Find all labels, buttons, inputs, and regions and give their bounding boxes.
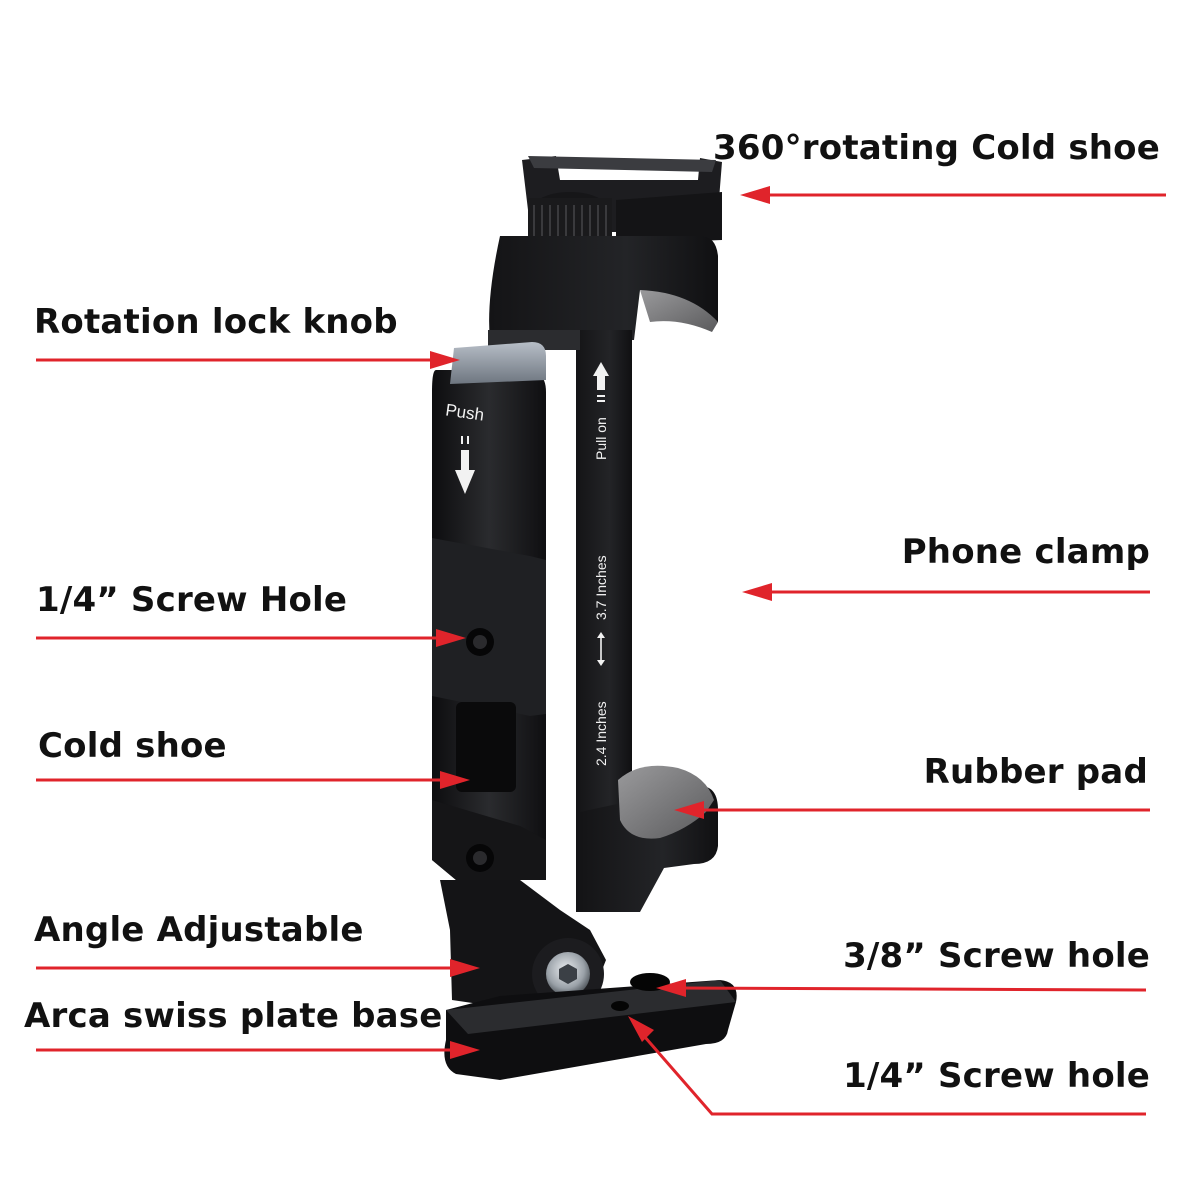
label-screw-hole-side: 1/4” Screw Hole [36,580,348,620]
arrow-cold-shoe [36,771,470,789]
arrow-screw-hole-side [36,629,466,647]
arrow-cold-shoe-rotating [740,186,1166,204]
pull-on-engraving: Pull on [593,362,609,460]
arrow-rubber-pad [674,801,1150,819]
body-screw-holes [466,628,494,872]
svg-text:Pull on: Pull on [593,417,609,460]
label-cold-shoe: Cold shoe [38,726,227,766]
callout-arrows [36,186,1166,1116]
size-range-engraving: 3.7 Inches 2.4 Inches [593,555,609,766]
label-rubber-pad: Rubber pad [923,752,1148,792]
label-phone-clamp: Phone clamp [901,532,1150,572]
rotation-lock-knob [450,342,546,384]
upper-clamp-jaw [489,236,718,340]
top-cold-shoe [522,156,722,244]
svg-text:2.4 Inches: 2.4 Inches [593,701,609,766]
label-cold-shoe-rotating: 360°rotating Cold shoe [713,128,1160,168]
arrow-rotation-lock-knob [36,351,460,369]
arrow-phone-clamp [742,583,1150,601]
arrow-arca-base [36,1041,480,1059]
label-rotation-lock-knob: Rotation lock knob [34,302,398,342]
arrow-screw-hole-3-8 [656,979,1147,997]
label-angle-adjustable: Angle Adjustable [34,910,364,950]
label-screw-hole-3-8: 3/8” Screw hole [843,936,1150,976]
label-screw-hole-base: 1/4” Screw hole [843,1056,1150,1096]
arrow-angle-adjustable [36,959,480,977]
main-body [432,370,546,880]
label-arca-swiss-base: Arca swiss plate base [24,996,443,1036]
arrow-screw-hole-base [628,1016,1146,1116]
svg-text:3.7 Inches: 3.7 Inches [593,555,609,620]
lower-clamp-jaw [580,765,718,912]
arca-swiss-base [444,973,737,1080]
